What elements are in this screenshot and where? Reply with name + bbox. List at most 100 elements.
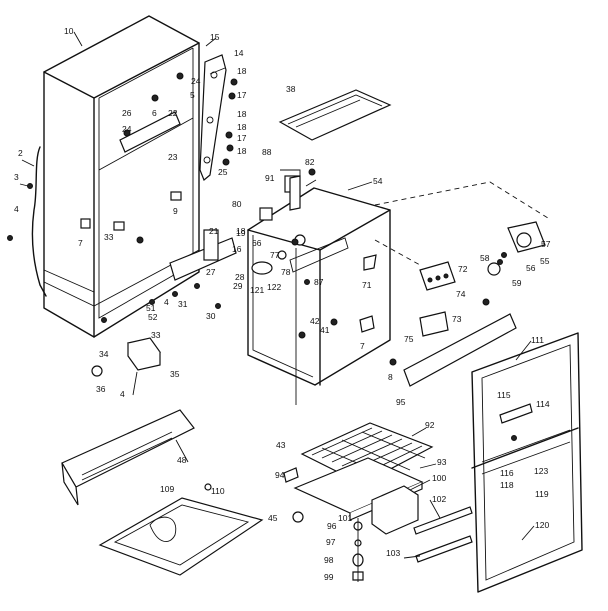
shaft-stack: [352, 518, 364, 582]
callout-4: 4: [120, 389, 125, 399]
callout-100: 100: [432, 473, 446, 483]
callout-18: 18: [237, 109, 247, 119]
callout-55: 55: [540, 256, 550, 266]
light-shield: [403, 313, 517, 387]
callout-95: 95: [396, 397, 406, 407]
callout-7: 7: [78, 238, 83, 248]
food-liner: [247, 187, 391, 405]
callout-93: 93: [437, 457, 447, 467]
callout-17: 17: [237, 90, 247, 100]
water-tube: [31, 146, 47, 297]
callout-56: 56: [526, 263, 536, 273]
callout-35: 35: [170, 369, 180, 379]
callout-114: 114: [536, 399, 550, 409]
callout-75: 75: [404, 334, 414, 344]
callout-5: 5: [190, 90, 195, 100]
callout-102: 102: [432, 494, 446, 504]
callout-14: 14: [234, 48, 244, 58]
callout-33: 33: [151, 330, 161, 340]
callout-30: 30: [206, 311, 216, 321]
thermostat-control: [482, 221, 546, 306]
callout-88: 88: [262, 147, 272, 157]
callout-9: 9: [173, 206, 178, 216]
callout-92: 92: [425, 420, 435, 430]
callout-34: 34: [99, 349, 109, 359]
callout-59: 59: [512, 278, 522, 288]
ice-tray: [283, 457, 424, 535]
callout-22: 22: [168, 108, 178, 118]
callout-91: 91: [265, 173, 275, 183]
callout-23: 23: [168, 152, 178, 162]
callout-36: 36: [96, 384, 106, 394]
leader-lines: [19, 31, 535, 559]
callout-4: 4: [14, 204, 19, 214]
callout-48: 48: [177, 455, 187, 465]
callout-6: 6: [152, 108, 157, 118]
callout-97: 97: [326, 537, 336, 547]
callout-26: 26: [122, 108, 132, 118]
callout-42: 42: [310, 316, 320, 326]
cover-plate: [280, 169, 301, 211]
callout-27: 27: [206, 267, 216, 277]
door-liner: [471, 332, 583, 593]
callout-33: 33: [104, 232, 114, 242]
callout-109: 109: [160, 484, 174, 494]
cabinet-hardware: [7, 72, 238, 323]
callout-73: 73: [452, 314, 462, 324]
callout-122: 122: [267, 282, 281, 292]
callout-87: 87: [314, 277, 324, 287]
callout-118: 118: [500, 480, 514, 490]
callout-2: 2: [18, 148, 23, 158]
callout-80: 80: [232, 199, 242, 209]
drain-pan: [98, 497, 264, 576]
callout-45: 45: [268, 513, 278, 523]
callout-116: 116: [500, 468, 514, 478]
callout-66: 66: [252, 238, 262, 248]
callout-8: 8: [388, 372, 393, 382]
callout-52: 52: [148, 312, 158, 322]
callout-31: 31: [178, 299, 188, 309]
callout-101: 101: [338, 513, 352, 523]
callout-77: 77: [270, 250, 280, 260]
relay-assembly: [91, 337, 161, 396]
callout-3: 3: [14, 172, 19, 182]
callout-57: 57: [541, 239, 551, 249]
callout-58: 58: [480, 253, 490, 263]
callout-51: 51: [146, 303, 156, 313]
callout-38: 38: [286, 84, 296, 94]
crisper-front: [61, 409, 212, 506]
callout-18: 18: [237, 122, 247, 132]
callout-4: 4: [164, 297, 169, 307]
liner-hardware: [251, 168, 397, 366]
callout-18: 18: [237, 66, 247, 76]
callout-98: 98: [324, 555, 334, 565]
callout-labels: 10 15 14 18 24 5 17 26 6 22 18 24 18 17 …: [14, 26, 551, 582]
callout-71: 71: [362, 280, 372, 290]
callout-21: 21: [209, 226, 219, 236]
callout-121: 121: [250, 285, 264, 295]
callout-96: 96: [327, 521, 337, 531]
callout-41: 41: [320, 325, 330, 335]
callout-78: 78: [281, 267, 291, 277]
callout-7: 7: [360, 341, 365, 351]
callout-25: 25: [218, 167, 228, 177]
callout-43: 43: [276, 440, 286, 450]
callout-119: 119: [535, 489, 549, 499]
callout-10: 10: [64, 26, 74, 36]
callout-110: 110: [211, 486, 225, 496]
callout-115: 115: [497, 390, 511, 400]
callout-29: 29: [233, 281, 243, 291]
control-housing: [374, 181, 549, 337]
callout-74: 74: [456, 289, 466, 299]
callout-18: 18: [236, 226, 246, 236]
callout-16: 16: [232, 244, 242, 254]
callout-82: 82: [305, 157, 315, 167]
trim-strips: [413, 506, 473, 563]
callout-103: 103: [386, 548, 400, 558]
callout-19: 19: [236, 228, 246, 238]
callout-94: 94: [275, 470, 285, 480]
callout-24: 24: [122, 124, 132, 134]
shelf-cover: [278, 89, 392, 141]
callout-120: 120: [535, 520, 549, 530]
